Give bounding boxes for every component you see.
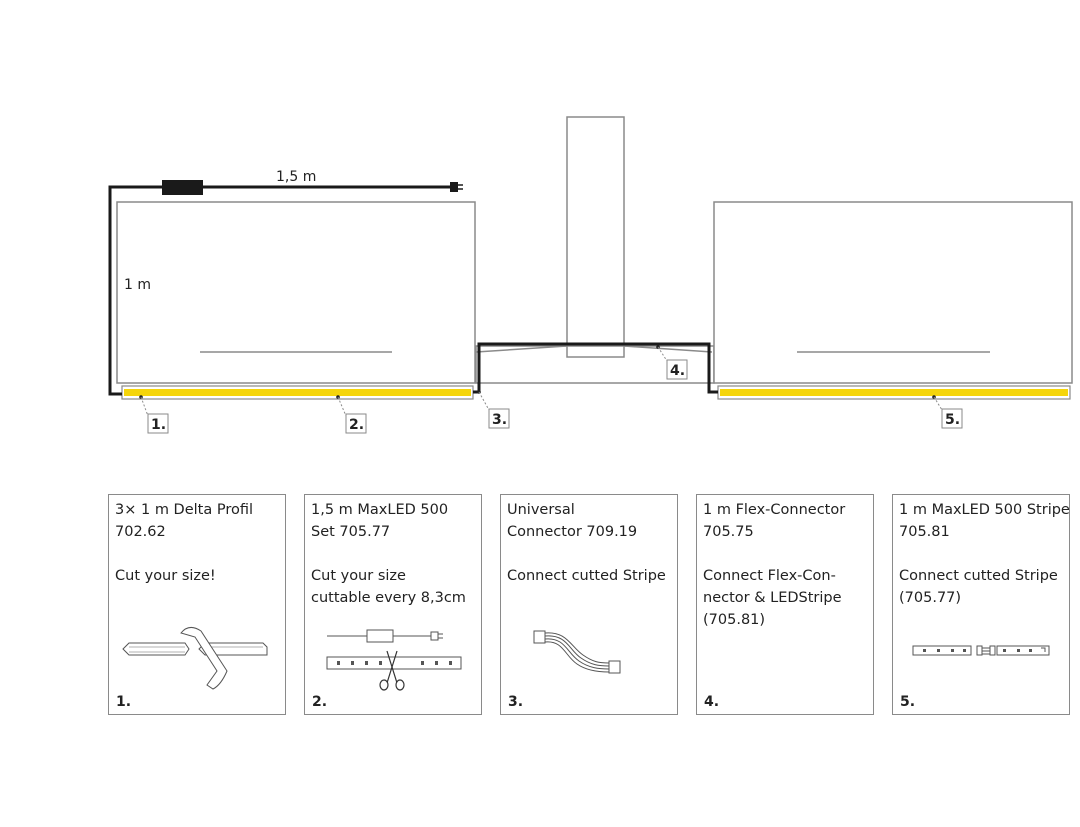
- card-title: 1 m Flex-Connector: [703, 502, 846, 518]
- card-description: nector & LEDStripe: [703, 590, 842, 606]
- card-delta-profil: 3× 1 m Delta Profil 702.62 Cut your size…: [108, 494, 286, 715]
- left-cabinet: [116, 201, 476, 384]
- card-title: Universal: [507, 502, 575, 518]
- card-title: 705.81: [899, 524, 950, 540]
- callout-box-4: [666, 359, 688, 380]
- card-number: 3.: [508, 694, 524, 710]
- card-title: 1,5 m MaxLED 500: [311, 502, 449, 518]
- card-title: 702.62: [115, 524, 166, 540]
- plug-icon: [450, 182, 458, 192]
- callout-box-5: [941, 408, 963, 429]
- installation-diagram: 1,5 m 1 m 1. 2. 3. 4. 5.: [108, 116, 1073, 434]
- callout-box-1: [147, 413, 169, 434]
- led-strip-left: [124, 389, 471, 396]
- card-title: Connector 709.19: [507, 524, 638, 540]
- card-title: 1 m MaxLED 500 Stripe: [899, 502, 1070, 518]
- card-description: (705.77): [899, 590, 962, 606]
- right-cabinet: [713, 201, 1073, 384]
- card-description: Connect cutted Stripe: [899, 568, 1058, 584]
- card-universal-connector: Universal Connector 709.19 Connect cutte…: [500, 494, 678, 715]
- card-description: cuttable every 8,3cm: [311, 590, 466, 606]
- driver-box: [162, 180, 203, 195]
- callout-3: 3.: [492, 412, 507, 428]
- callout-5: 5.: [945, 412, 960, 428]
- card-maxled-stripe: 1 m MaxLED 500 Stripe 705.81 Connect cut…: [892, 494, 1070, 715]
- card-number: 2.: [312, 694, 328, 710]
- card-description: Connect cutted Stripe: [507, 568, 666, 584]
- callout-box-2: [345, 413, 367, 434]
- card-number: 5.: [900, 694, 916, 710]
- card-title: Set 705.77: [311, 524, 391, 540]
- card-title: 705.75: [703, 524, 754, 540]
- card-description: Cut your size!: [115, 568, 216, 584]
- power-cable-side: [108, 185, 163, 396]
- led-strip-right: [720, 389, 1068, 396]
- callout-1: 1.: [151, 417, 166, 433]
- callout-4: 4.: [670, 363, 685, 379]
- card-maxled-set: 1,5 m MaxLED 500 Set 705.77 Cut your siz…: [304, 494, 482, 715]
- card-number: 4.: [704, 694, 720, 710]
- callout-2: 2.: [349, 417, 364, 433]
- card-description: Connect Flex-Con-: [703, 568, 836, 584]
- center-shelf: [475, 345, 568, 353]
- card-number: 1.: [116, 694, 132, 710]
- card-description: (705.81): [703, 612, 766, 628]
- callout-box-3: [488, 408, 510, 429]
- card-title: 3× 1 m Delta Profil: [115, 502, 254, 518]
- wall-pillar: [566, 116, 625, 358]
- center-shelf-right: [623, 345, 713, 353]
- dim-top-label: 1,5 m: [276, 169, 316, 185]
- card-description: Cut your size: [311, 568, 406, 584]
- card-flex-connector: 1 m Flex-Connector 705.75 Connect Flex-C…: [696, 494, 874, 715]
- dim-side-label: 1 m: [124, 277, 151, 293]
